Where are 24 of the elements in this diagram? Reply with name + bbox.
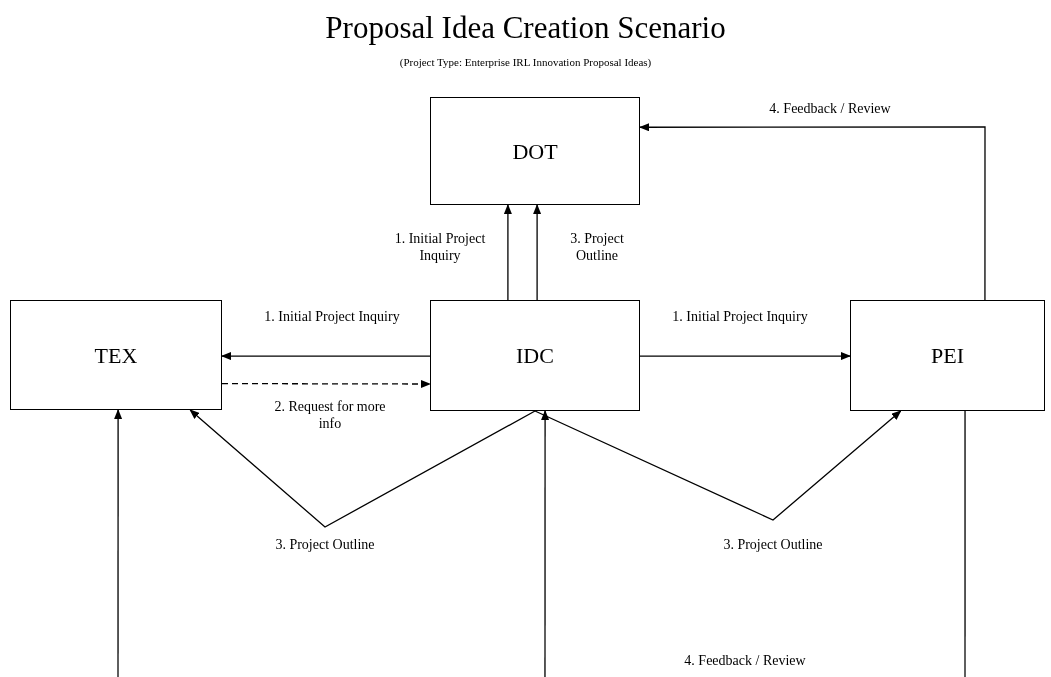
diagram-subtitle: (Project Type: Enterprise IRL Innovation Proposal Ideas) [398, 55, 653, 69]
box-label: TEX [94, 341, 138, 370]
diagram-title: Proposal Idea Creation Scenario [324, 10, 727, 46]
arrow [114, 409, 123, 677]
box-label: IDC [516, 342, 554, 370]
arrow [503, 204, 512, 301]
process-box [850, 300, 1045, 411]
arrow [221, 352, 431, 361]
process-box [430, 97, 640, 205]
note-label: 4. Feedback / Review [683, 652, 807, 669]
arrow [541, 410, 550, 677]
box-label: PEI [931, 342, 964, 370]
process-box [10, 300, 222, 410]
edge-label: 1. Initial Project Inquiry [670, 308, 810, 325]
arrow [639, 352, 851, 361]
edge-label: 1. Initial Project Inquiry [262, 308, 402, 325]
process-box [430, 300, 640, 411]
arrow [534, 410, 902, 521]
box-label: DOT [512, 137, 558, 166]
arrow [221, 380, 431, 388]
connector-line [964, 410, 966, 677]
arrow [533, 204, 542, 301]
arrow [639, 123, 986, 301]
arrow [189, 409, 536, 528]
